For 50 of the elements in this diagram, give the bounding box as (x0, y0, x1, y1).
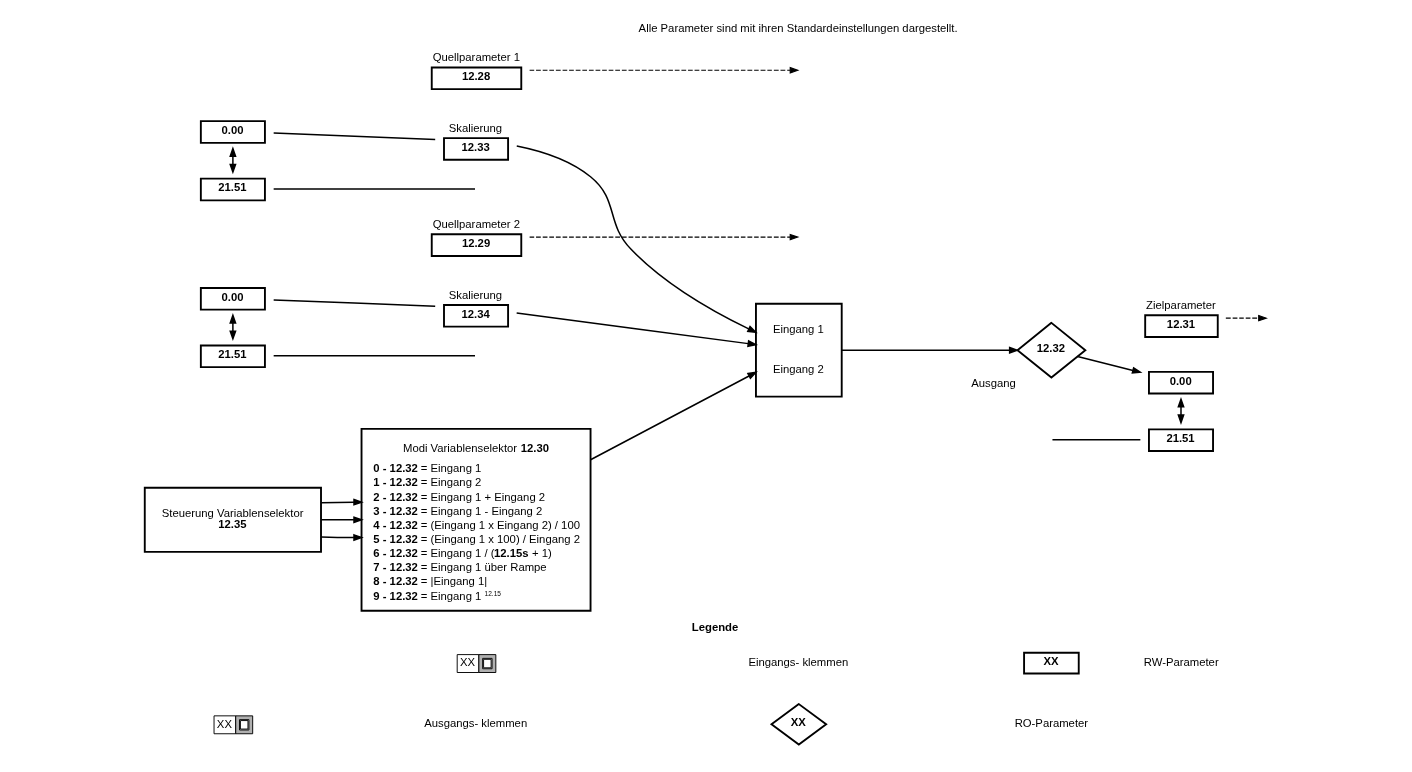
connector (1051, 438, 1142, 441)
arrow (840, 346, 1020, 354)
arrow (589, 371, 758, 461)
label: XX (1043, 655, 1059, 668)
arrow (529, 233, 800, 241)
label: XX (790, 716, 806, 729)
legend-label: RO-Parameter (1014, 717, 1089, 730)
node-box: 12.33 (443, 137, 510, 161)
node-label: Skalierung (448, 122, 503, 135)
node-box: Steuerung Variablenselektor 12.35 (143, 486, 322, 553)
node-label: Quellparameter 1 (432, 51, 520, 64)
arrow (320, 516, 364, 524)
connector (272, 355, 476, 357)
arrow (515, 312, 759, 348)
node-box: Eingang 1 Eingang 2 (755, 302, 843, 398)
legend-label: Ausgangs- klemmen (424, 717, 528, 730)
connector (272, 188, 476, 190)
label: XX (216, 717, 232, 730)
node-box: 21.51 (199, 344, 266, 369)
arrow (229, 313, 237, 342)
node-label: Zielparameter (1146, 299, 1216, 312)
arrow (229, 146, 237, 175)
label: Alle Parameter sind mit ihren Standardeinstellungen dargestellt. (638, 21, 958, 34)
connector (272, 132, 436, 141)
node-box: 21.51 (199, 177, 266, 202)
node-box: 0.00 (1148, 370, 1214, 395)
node-box: 12.31 (1144, 314, 1219, 338)
arrow (1076, 355, 1143, 374)
arrow (529, 66, 800, 74)
node-label: Quellparameter 2 (432, 218, 520, 231)
label: Legende (691, 620, 739, 633)
node-label: Skalierung (448, 288, 503, 301)
node-diamond: 12.32 (1016, 321, 1087, 379)
connector (272, 299, 436, 307)
node-box: 21.51 (1148, 428, 1214, 452)
label: XX (460, 656, 476, 669)
node-box: 12.34 (443, 304, 510, 328)
node-label: Ausgang (971, 376, 1016, 389)
legend-label: Eingangs- klemmen (748, 656, 849, 668)
arrow (516, 145, 758, 334)
arrow (1225, 314, 1268, 322)
legend-label: RW-Parameter (1143, 656, 1219, 668)
node-box: 12.28 (430, 66, 523, 91)
node-box: 0.00 (199, 287, 266, 311)
node-box: 0.00 (199, 120, 266, 144)
arrow (1177, 397, 1185, 425)
node-box: 12.29 (430, 233, 523, 257)
arrow (320, 498, 364, 506)
node-box: Modi Variablenselektor 12.30 0 - 12.32 = Eingang 1 1 - 12.32 = Eingang 2 2 - 12.32 = Eingang 1 + Eingang 2 3 - 12.32 = Eingang 1 - Eingang 2 4 - 12.32 = (Eingang 1 x Eingang 2) / 100 5 - 12.32 = (Eingang 1 x 100) / Eingang 2 6 - 12.32 = Eingang 1 / (12.15s + 1) 7 - 12.32 = Eingang 1 über Rampe 8 - 12.32 = |Eingang 1| 9 - 12.32 = Eingang 1 $^{12.15}$ (360, 427, 592, 612)
arrow (320, 533, 364, 542)
